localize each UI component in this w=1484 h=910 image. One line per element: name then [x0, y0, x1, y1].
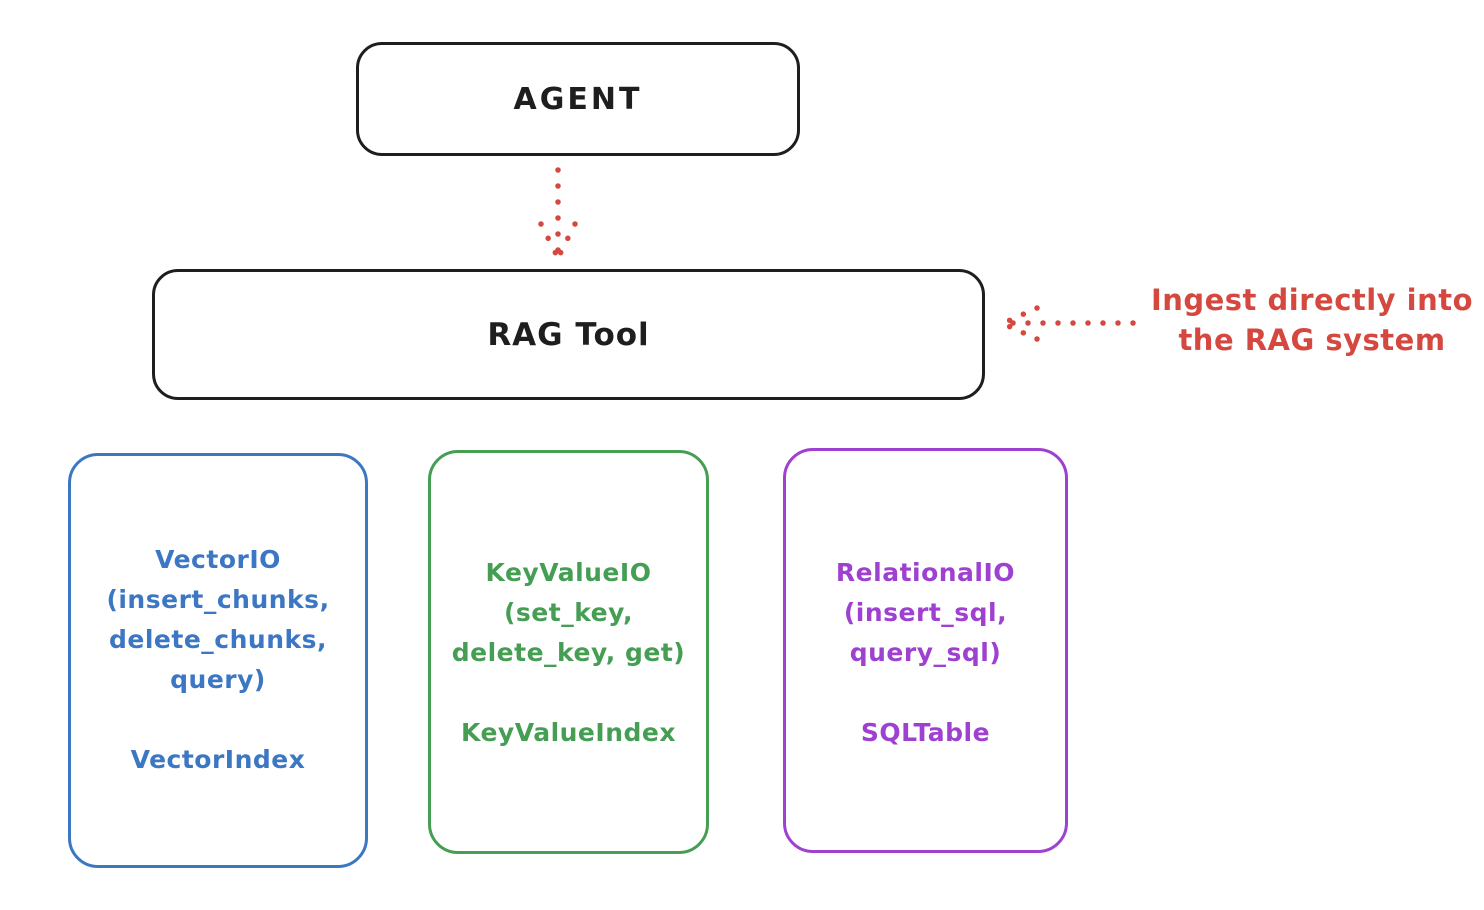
keyvalue-io-box: KeyValueIO (set_key, delete_key, get) Ke…: [428, 450, 709, 854]
vector-io-methods-line: (insert_chunks,: [106, 585, 330, 614]
keyvalue-io-methods-line: (set_key,: [504, 598, 633, 627]
relational-io-box: RelationalIO (insert_sql, query_sql) SQL…: [783, 448, 1068, 853]
relational-io-methods-line: (insert_sql,: [843, 598, 1008, 627]
vector-index-label: VectorIndex: [130, 745, 306, 774]
ingest-annotation-line2: the RAG system: [1178, 323, 1446, 357]
vector-io-methods-line: delete_chunks,: [109, 625, 327, 654]
relational-io-title-line: RelationalIO: [835, 558, 1016, 587]
agent-label: AGENT: [513, 81, 643, 117]
sql-table-label: SQLTable: [860, 718, 991, 747]
relational-io-methods-line: query_sql): [849, 638, 1002, 667]
agent-box: AGENT: [356, 42, 800, 156]
vector-io-methods-line: query): [170, 665, 266, 694]
keyvalue-io-methods-line: delete_key, get): [451, 638, 686, 667]
vector-io-title-line: VectorIO: [155, 545, 281, 574]
rag-tool-label: RAG Tool: [487, 316, 650, 353]
vector-io-box: VectorIO (insert_chunks, delete_chunks, …: [68, 453, 368, 868]
ingest-annotation-line1: Ingest directly into: [1150, 283, 1474, 317]
agent-to-rag-arrow: [538, 167, 578, 257]
ingest-annotation: Ingest directly into the RAG system: [1140, 280, 1484, 360]
keyvalue-index-label: KeyValueIndex: [461, 718, 676, 747]
keyvalue-io-title-line: KeyValueIO: [485, 558, 652, 587]
rag-tool-box: RAG Tool: [152, 269, 985, 400]
annotation-to-rag-arrow: [1003, 305, 1136, 342]
